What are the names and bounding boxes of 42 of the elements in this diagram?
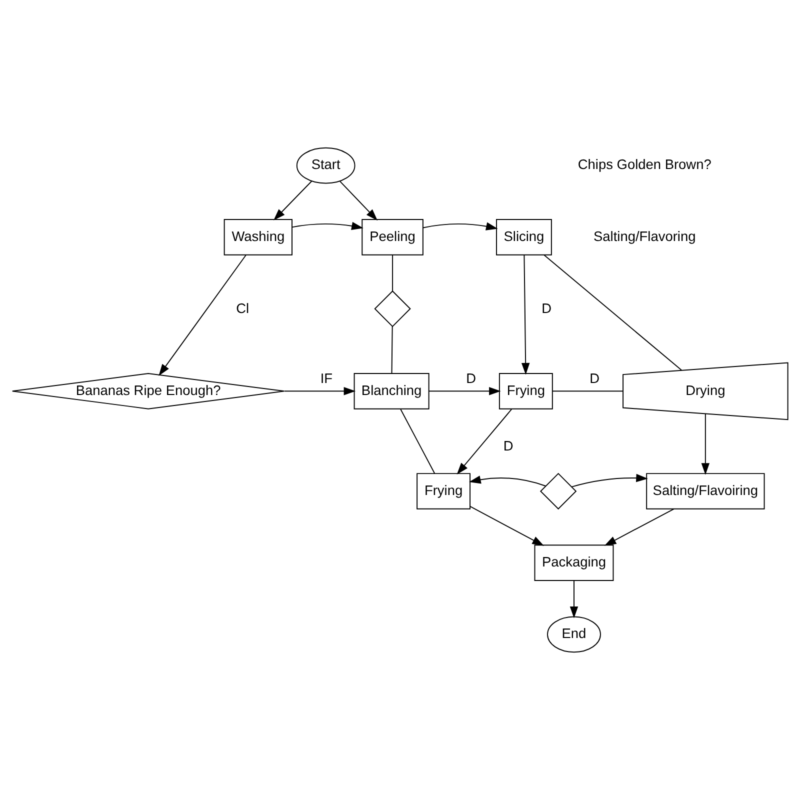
arrow bbox=[422, 222, 498, 230]
node-diamond bbox=[540, 472, 577, 510]
arrow bbox=[571, 474, 648, 488]
arrow bbox=[468, 476, 546, 486]
node-ellipse: End bbox=[547, 616, 601, 653]
node-diamond bbox=[374, 290, 411, 328]
connector bbox=[552, 390, 624, 392]
connector bbox=[544, 254, 682, 371]
node-box: Frying bbox=[416, 473, 471, 510]
label: Salting/Flavoring bbox=[594, 228, 696, 244]
node-box: Slicing bbox=[496, 219, 552, 256]
connector bbox=[391, 326, 393, 374]
arrow bbox=[570, 580, 578, 618]
edge-label: D bbox=[590, 371, 600, 386]
arrow bbox=[158, 254, 246, 376]
node-diamond: Bananas Ripe Enough? bbox=[12, 373, 285, 410]
arrow bbox=[340, 180, 378, 221]
arrow bbox=[274, 180, 312, 220]
node-ellipse: Start bbox=[296, 147, 356, 184]
edge-label: IF bbox=[320, 371, 333, 386]
arrow bbox=[292, 222, 364, 230]
arrow bbox=[470, 506, 544, 546]
node-box: Drying bbox=[622, 362, 788, 420]
connector bbox=[392, 254, 394, 292]
arrow bbox=[521, 254, 530, 375]
node-box: Packaging bbox=[534, 544, 614, 581]
edge-label: Cl bbox=[236, 300, 250, 316]
arrow bbox=[456, 408, 512, 474]
node-box: Salting/Flavoiring bbox=[646, 473, 765, 510]
edge-label: D bbox=[466, 371, 476, 386]
connector bbox=[400, 408, 436, 474]
arrow bbox=[604, 508, 674, 546]
arrow bbox=[701, 413, 710, 475]
node-box: Peeling bbox=[362, 219, 424, 256]
node-box: Blanching bbox=[354, 373, 430, 410]
arrow bbox=[284, 387, 356, 396]
node-box: Frying bbox=[498, 373, 553, 410]
edge-label: D bbox=[503, 438, 514, 454]
node-box: Washing bbox=[224, 219, 292, 256]
edge-label: D bbox=[542, 300, 552, 316]
arrow bbox=[428, 387, 501, 396]
label: Chips Golden Brown? bbox=[578, 157, 712, 172]
